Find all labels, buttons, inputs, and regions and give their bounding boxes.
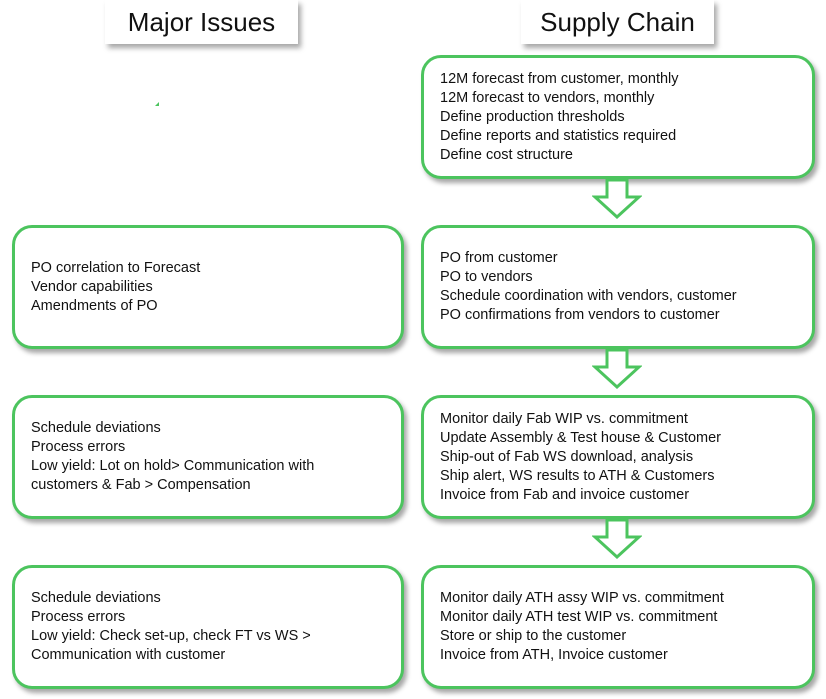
supply-chain-step-forecast: 12M forecast from customer, monthly 12M …: [421, 55, 815, 179]
issue-line: Process errors: [31, 439, 126, 455]
step-line: Invoice from Fab and invoice customer: [440, 486, 690, 503]
step-line: Ship alert, WS results to ATH & Customer…: [440, 467, 715, 484]
step-line: Ship-out of Fab WS download, analysis: [440, 448, 694, 465]
issue-line: Schedule deviations: [31, 420, 161, 436]
issue-line: Low yield: Lot on hold> Communication wi…: [31, 458, 315, 474]
step-line: Monitor daily ATH test WIP vs. commitmen…: [440, 609, 718, 625]
step-line: Schedule coordination with vendors, cust…: [440, 288, 737, 304]
issue-line: PO correlation to Forecast: [31, 259, 201, 276]
major-issues-po: PO correlation to Forecast Vendor capabi…: [12, 225, 404, 349]
step-line: Store or ship to the customer: [440, 628, 627, 644]
step-line: Update Assembly & Test house & Customer: [440, 429, 722, 446]
step-line: Define production thresholds: [440, 108, 625, 125]
step-line: Monitor daily ATH assy WIP vs. commitmen…: [440, 590, 724, 606]
step-line: 12M forecast from customer, monthly: [440, 70, 679, 87]
step-line: 12M forecast to vendors, monthly: [440, 89, 655, 106]
step-line: PO from customer: [440, 250, 558, 266]
major-issues-title: Major Issues: [127, 7, 276, 37]
step-line: Define reports and statistics required: [440, 127, 677, 144]
supply-chain-step-fab: Monitor daily Fab WIP vs. commitment Upd…: [421, 395, 815, 519]
major-issues-header: Major Issues: [105, 0, 298, 44]
supply-chain-step-po: PO from customer PO to vendors Schedule …: [421, 225, 815, 349]
issue-line: Process errors: [31, 609, 126, 625]
step-line: Define cost structure: [440, 146, 573, 163]
down-arrow-icon: [592, 179, 642, 219]
issue-line: Vendor capabilities: [31, 278, 153, 295]
down-arrow-icon: [592, 349, 642, 389]
down-arrow-icon: [592, 519, 642, 559]
step-line: Monitor daily Fab WIP vs. commitment: [440, 410, 688, 427]
issue-line: customers & Fab > Compensation: [31, 477, 251, 493]
issue-line: Schedule deviations: [31, 590, 161, 606]
issue-line: Low yield: Check set-up, check FT vs WS …: [31, 628, 311, 644]
supply-chain-header: Supply Chain: [521, 0, 714, 44]
major-issues-fab: Schedule deviations Process errors Low y…: [12, 395, 404, 519]
major-issues-ath: Schedule deviations Process errors Low y…: [12, 565, 404, 689]
issue-line: Amendments of PO: [31, 297, 158, 314]
step-line: PO confirmations from vendors to custome…: [440, 307, 720, 323]
supply-chain-title: Supply Chain: [540, 7, 695, 37]
issue-line: Communication with customer: [31, 647, 226, 663]
supply-chain-step-ath: Monitor daily ATH assy WIP vs. commitmen…: [421, 565, 815, 689]
step-line: Invoice from ATH, Invoice customer: [440, 647, 668, 663]
step-line: PO to vendors: [440, 269, 533, 285]
stray-mark: [155, 102, 159, 106]
